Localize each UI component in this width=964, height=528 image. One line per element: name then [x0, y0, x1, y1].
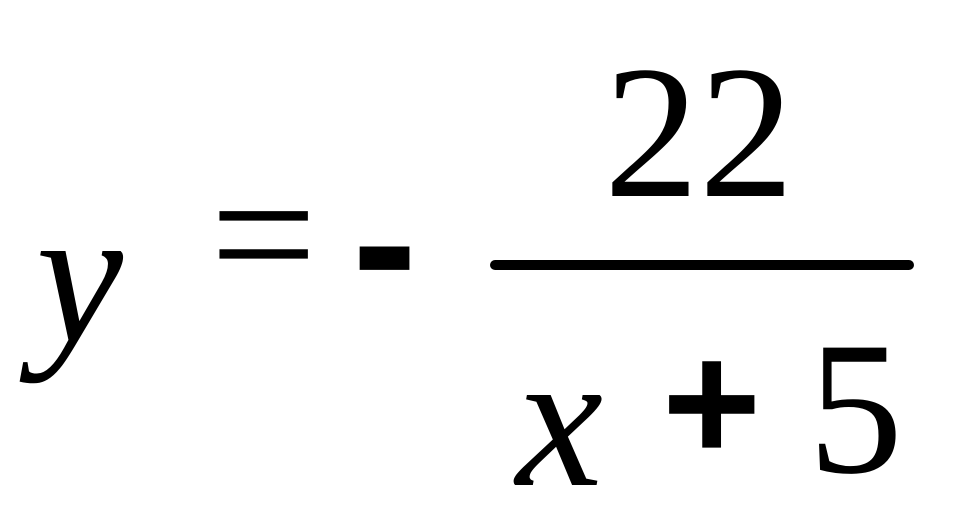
fraction-numerator: 22	[604, 28, 794, 238]
lhs-variable: y	[36, 167, 123, 384]
equals-sign: =	[210, 130, 318, 340]
minus-sign: -	[352, 132, 418, 351]
denominator-variable: x	[516, 311, 603, 528]
denominator-constant: 5	[808, 304, 903, 514]
plus-sign: +	[662, 308, 762, 498]
fraction-bar	[490, 260, 914, 270]
